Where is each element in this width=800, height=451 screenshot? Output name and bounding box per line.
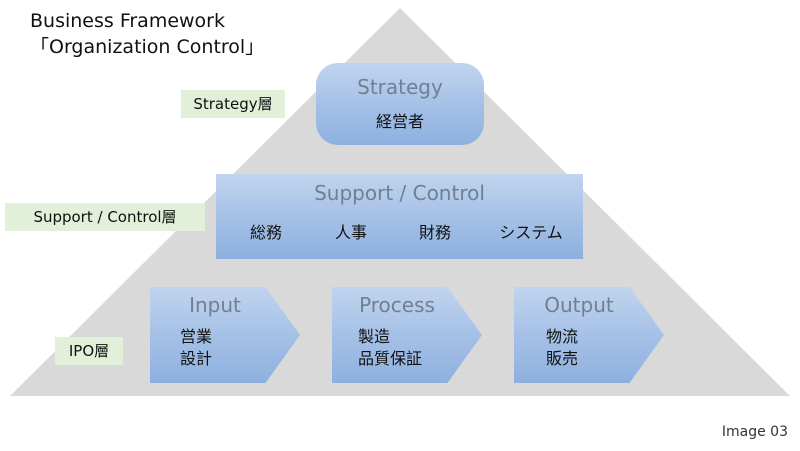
support-control-box: Support / Control 総務 人事 財務 システム [216, 174, 583, 259]
image-caption: Image 03 [721, 424, 788, 440]
output-item: 販売 [546, 349, 579, 368]
output-heading: Output [544, 293, 614, 317]
input-item: 設計 [180, 349, 213, 368]
ipo-layer-label: IPO層 [55, 337, 123, 365]
support-control-layer-label: Support / Control層 [5, 203, 205, 231]
support-item-finance: 財務 [418, 223, 452, 242]
input-item: 営業 [180, 327, 213, 346]
strategy-layer-label: Strategy層 [181, 90, 285, 118]
diagram-title: Business Framework [30, 10, 226, 32]
support-item-human-resources: 人事 [334, 223, 368, 242]
process-item: 品質保証 [358, 349, 423, 368]
process-item: 製造 [358, 327, 391, 346]
support-item-general-affairs: 総務 [249, 223, 283, 242]
support-control-heading: Support / Control [314, 181, 485, 205]
strategy-heading: Strategy [357, 75, 443, 99]
input-heading: Input [189, 293, 241, 317]
support-item-system: システム [499, 223, 563, 242]
output-item: 物流 [546, 327, 579, 346]
strategy-item: 経営者 [375, 112, 424, 131]
diagram-subtitle: 「Organization Control」 [30, 36, 265, 58]
process-arrow: Process 製造 品質保証 [332, 287, 482, 383]
input-arrow: Input 営業 設計 [150, 287, 300, 383]
process-heading: Process [359, 293, 435, 317]
strategy-box: Strategy 経営者 [316, 63, 484, 145]
output-arrow: Output 物流 販売 [514, 287, 664, 383]
